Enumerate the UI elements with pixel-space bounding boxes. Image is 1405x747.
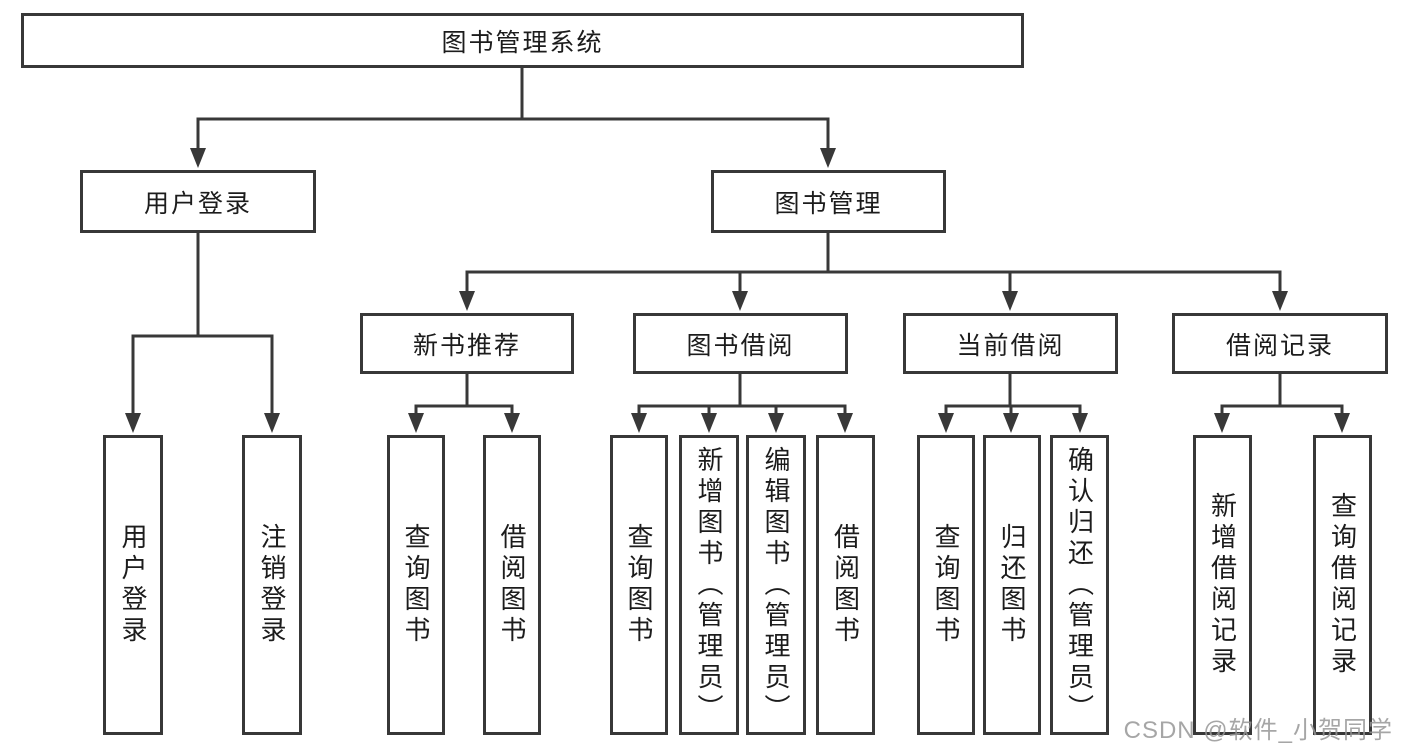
leaf-label: 新增借阅记录 [1207,492,1238,678]
leaf-label: 注销登录 [257,523,287,647]
leaf-label: 确认归还（管理员） [1064,445,1095,725]
leaf-add-borrow-record: 新增借阅记录 [1193,435,1252,735]
leaf-query-books-current: 查询图书 [917,435,975,735]
leaf-query-books-borrow: 查询图书 [610,435,668,735]
leaf-borrow-books-recommend: 借阅图书 [483,435,541,735]
node-label: 借阅记录 [1225,331,1334,360]
leaf-label: 查询图书 [401,523,431,647]
node-label: 新书推荐 [412,331,521,360]
node-user-login: 用户登录 [80,170,316,233]
leaf-label: 借阅图书 [497,523,527,647]
node-label: 当前借阅 [956,331,1065,360]
node-label: 用户登录 [143,189,252,218]
leaf-label: 新增图书（管理员） [694,445,724,725]
node-new-book-recommendation: 新书推荐 [360,313,574,374]
node-current-borrowing: 当前借阅 [903,313,1118,374]
elbow-lines [131,66,1344,415]
leaf-label: 查询图书 [624,523,654,647]
node-library-management-system: 图书管理系统 [21,13,1024,68]
leaf-query-borrow-record: 查询借阅记录 [1313,435,1372,735]
node-label: 图书管理系统 [441,28,604,57]
leaf-query-books-recommend: 查询图书 [387,435,445,735]
leaf-label: 归还图书 [997,523,1027,647]
leaf-logout: 注销登录 [242,435,302,735]
leaf-add-book-admin: 新增图书（管理员） [679,435,739,735]
leaf-label: 查询借阅记录 [1327,492,1358,678]
leaf-label: 用户登录 [118,523,148,647]
node-label: 图书借阅 [686,331,795,360]
leaf-edit-book-admin: 编辑图书（管理员） [746,435,806,735]
csdn-watermark: CSDN @软件_小贺同学 [1123,717,1393,744]
leaf-label: 查询图书 [931,523,961,647]
node-label: 图书管理 [774,189,883,218]
node-book-borrowing: 图书借阅 [633,313,848,374]
node-borrowing-records: 借阅记录 [1172,313,1388,374]
leaf-user-login: 用户登录 [103,435,163,735]
leaf-return-books: 归还图书 [983,435,1041,735]
leaf-label: 借阅图书 [830,523,861,647]
node-book-management: 图书管理 [711,170,946,233]
leaf-borrow-books: 借阅图书 [816,435,875,735]
leaf-confirm-return-admin: 确认归还（管理员） [1050,435,1109,735]
leaf-label: 编辑图书（管理员） [761,445,791,725]
